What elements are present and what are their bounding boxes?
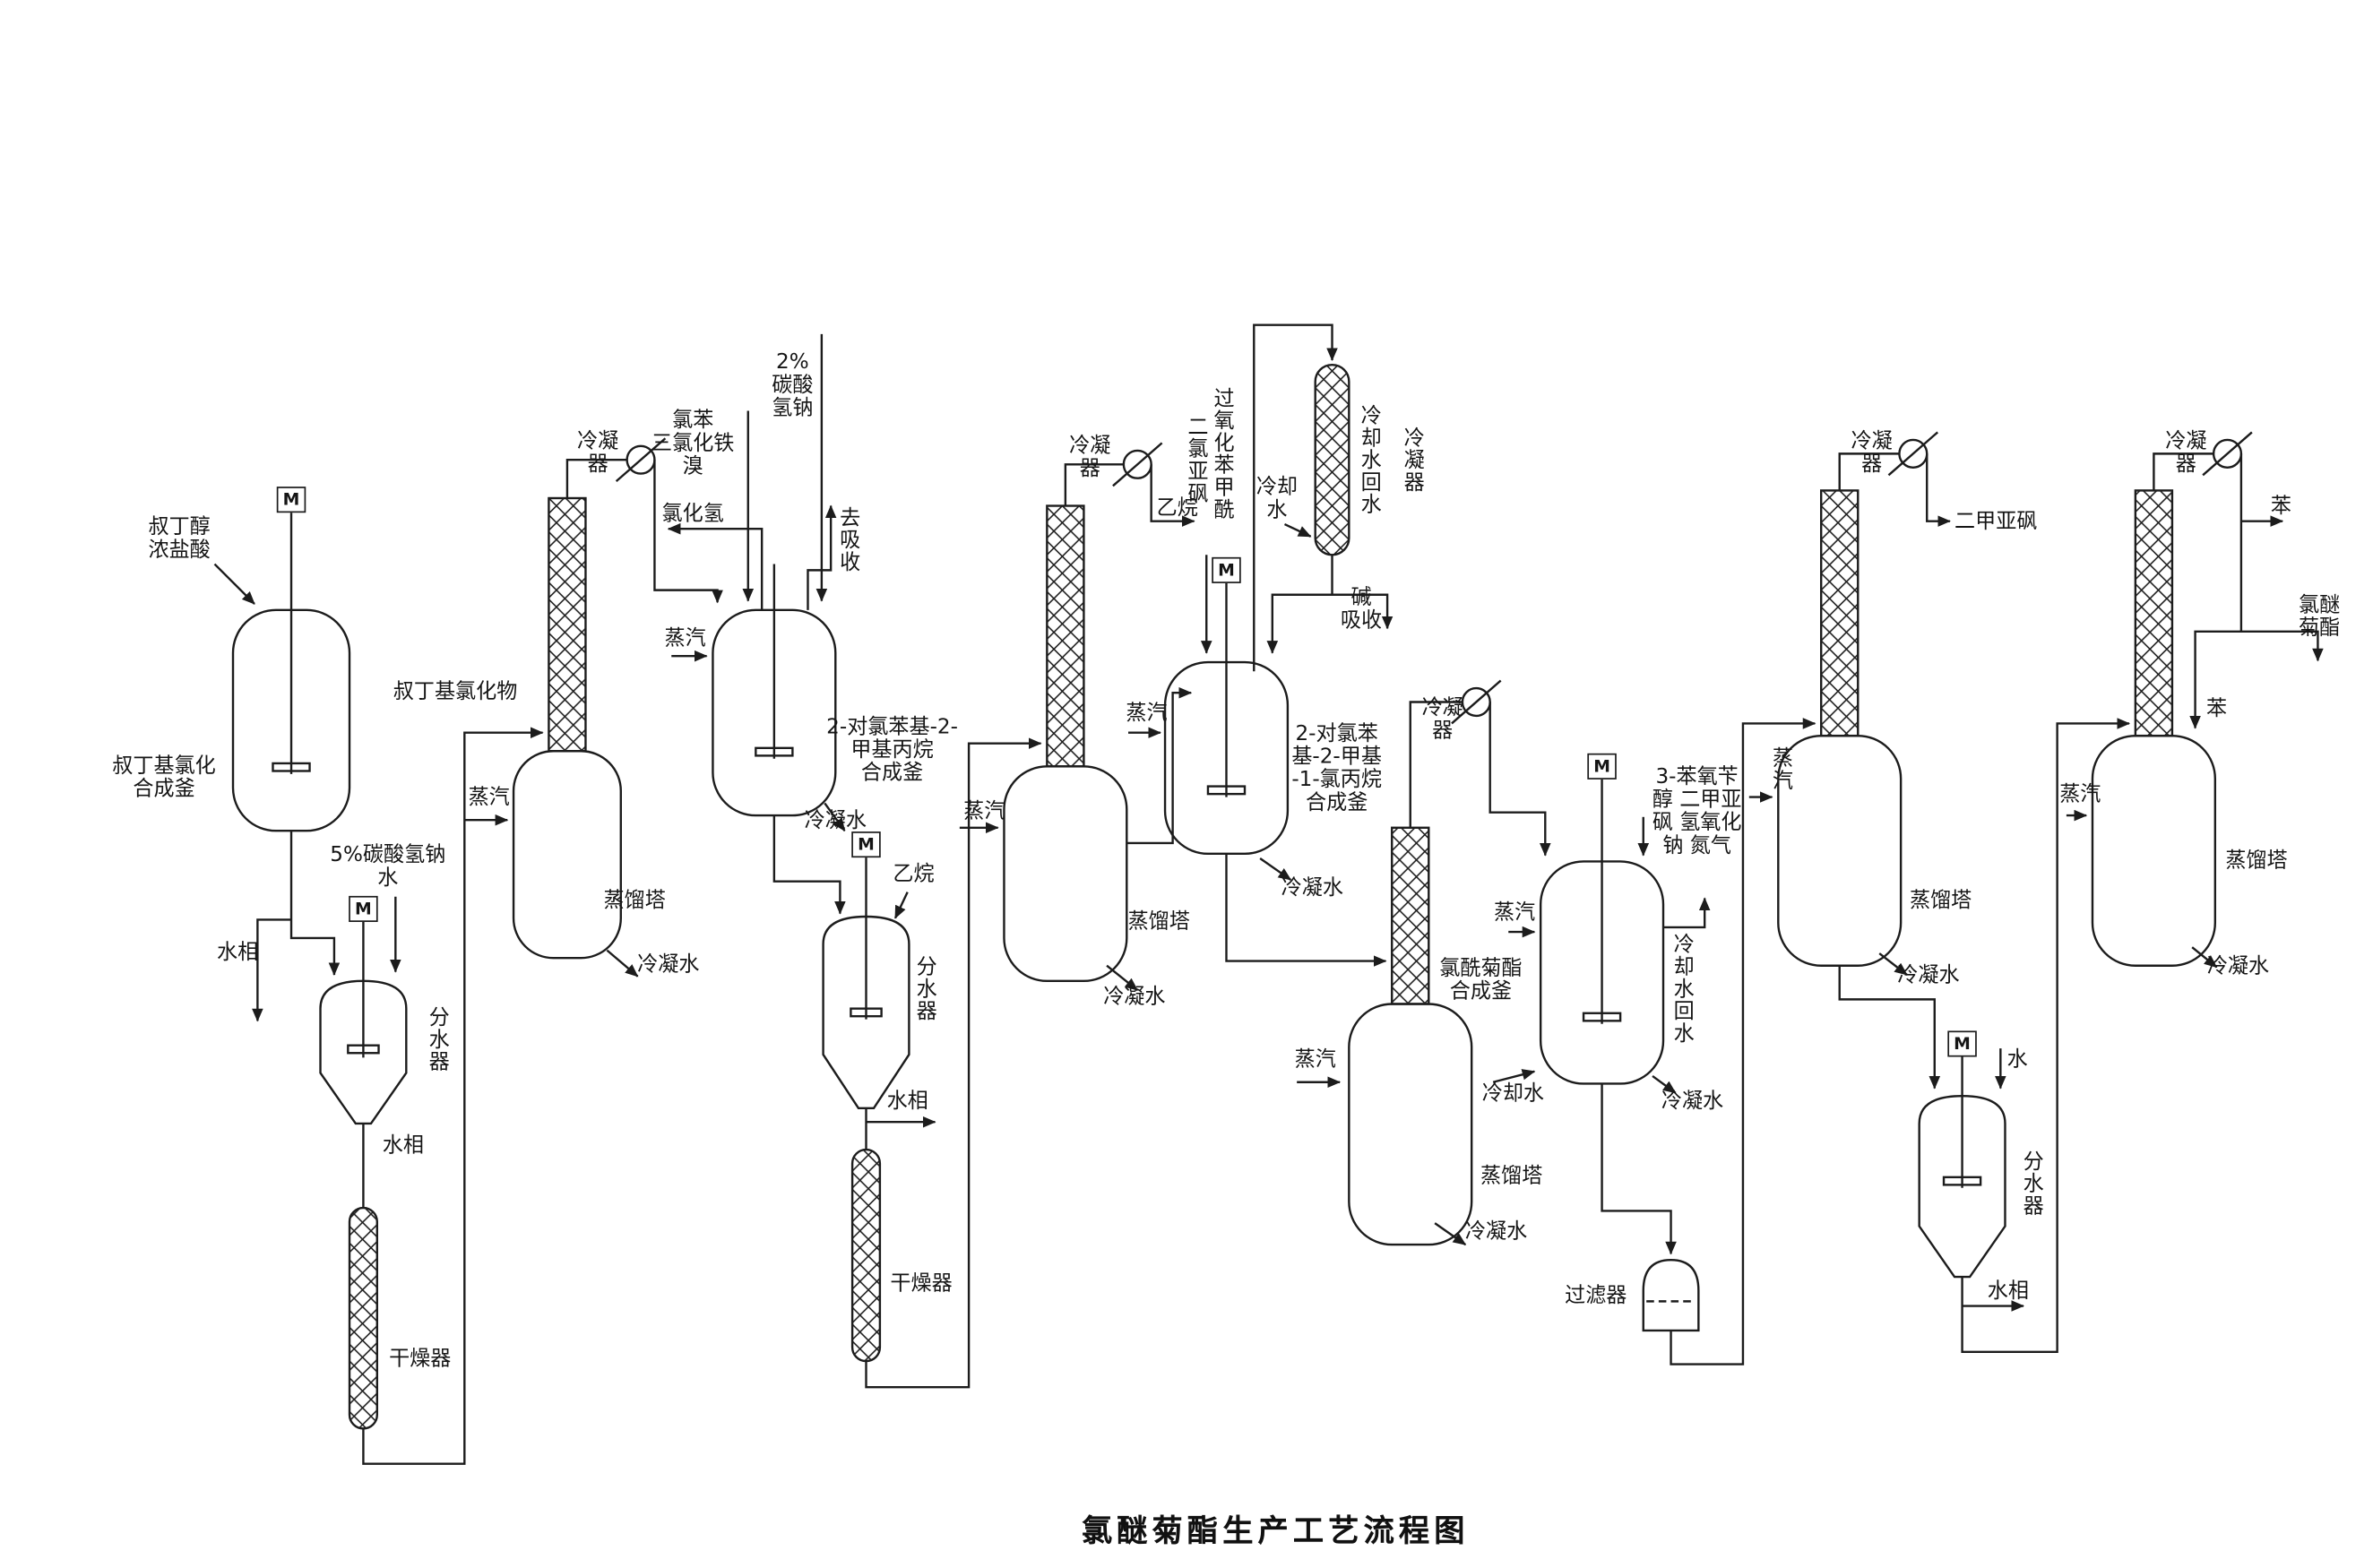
dryer-1-column — [348, 727, 544, 1465]
label-water-phase-3: 水相 — [886, 1089, 928, 1114]
label-condensate-8: 冷凝水 — [2206, 953, 2270, 979]
label-condensate-7: 冷凝水 — [1897, 963, 1960, 988]
distillation-tower-2 — [959, 442, 1195, 992]
label-condenser-6: 冷凝 器 — [2165, 428, 2207, 478]
label-water-feed: 水 — [2006, 1047, 2028, 1073]
reactor-1-vessel — [213, 510, 401, 1022]
label-tower-2: 蒸馏塔 — [1127, 909, 1190, 935]
label-separator-3: 分水器 — [2018, 1150, 2043, 1217]
label-condensate-2: 冷凝水 — [804, 808, 867, 833]
label-feed-benzoyl-peroxide: 过氧化苯甲酰 — [1208, 386, 1234, 521]
label-feed-bicarbonate-2pct: 2% 碳酸 氢钠 — [772, 349, 814, 421]
label-feed-thionyl-chloride: 二氯亚砜 — [1182, 415, 1208, 504]
label-reactor-3: 2-对氯苯 基-2-甲基 -1-氯丙烷 合成釜 — [1291, 721, 1382, 816]
motor-icon: M — [1212, 556, 1241, 583]
label-steam-6: 蒸汽 — [1493, 900, 1536, 926]
motor-icon: M — [349, 895, 378, 922]
label-cooling-water-return-2: 冷却水回水 — [1669, 933, 1694, 1045]
label-benzene-2: 苯 — [2205, 696, 2228, 721]
filter-vessel — [1642, 718, 1816, 1366]
label-ethane-2: 乙烷 — [1156, 495, 1198, 521]
motor-icon: M — [851, 831, 881, 858]
label-dmso-out: 二甲亚砜 — [1954, 509, 2038, 535]
reactor-3-vessel — [1163, 323, 1387, 967]
distillation-tower-3 — [1297, 679, 1551, 1246]
label-condensate-5: 冷凝水 — [1464, 1219, 1528, 1245]
label-benzene-1: 苯 — [2270, 494, 2291, 519]
label-hcl: 氯化氢 — [661, 502, 724, 527]
label-condensate-3: 冷凝水 — [1103, 985, 1166, 1010]
label-tower-4: 蒸馏塔 — [1909, 888, 1972, 913]
distillation-tower-1 — [464, 437, 723, 978]
label-condensate-6: 冷凝水 — [1661, 1089, 1724, 1114]
label-ethane-1: 乙烷 — [893, 862, 935, 887]
label-condenser-2: 冷凝 器 — [1069, 433, 1111, 482]
label-condenser-5: 冷凝 器 — [1851, 428, 1893, 478]
reflux-condenser — [1266, 363, 1394, 654]
label-condenser-4: 冷凝 器 — [1421, 695, 1463, 744]
label-feed-chlorobenzene: 氯苯 三氯化铁 溴 — [651, 408, 735, 479]
label-feed-tert-butanol: 叔丁醇 浓盐酸 — [148, 514, 211, 563]
label-water-phase-4: 水相 — [1987, 1279, 2029, 1304]
label-cooling-water-2: 冷却水 — [1481, 1081, 1545, 1107]
diagram-title: 氯醚菊酯生产工艺流程图 — [1081, 1512, 1470, 1549]
motor-icon: M — [1947, 1030, 1977, 1057]
label-steam-4: 蒸汽 — [1126, 701, 1168, 726]
motor-icon: M — [276, 487, 306, 513]
label-reactor-1: 叔丁基氯化 合成釜 — [112, 754, 216, 802]
label-condensate-4: 冷凝水 — [1281, 875, 1343, 900]
dryer-2-column — [850, 737, 1042, 1389]
label-separator-2: 分水器 — [911, 955, 936, 1022]
label-steam-3: 蒸汽 — [963, 799, 1005, 824]
label-tower-1: 蒸馏塔 — [603, 888, 666, 913]
label-to-absorption: 去吸收 — [834, 505, 859, 573]
label-condensate-1: 冷凝水 — [637, 952, 700, 978]
label-to-alkali-absorption: 碱 吸收 — [1340, 585, 1383, 633]
label-feed-bicarbonate-5pct: 5%碳酸氢钠 水 — [330, 842, 446, 891]
label-separator-1: 分水器 — [424, 1005, 449, 1073]
label-condenser-1: 冷凝 器 — [577, 428, 619, 478]
motor-icon: M — [1587, 753, 1617, 780]
label-steam-5: 蒸汽 — [1294, 1047, 1336, 1073]
reactor-2-vessel — [667, 333, 846, 915]
separator-1-vessel — [319, 919, 408, 1209]
label-steam-7: 蒸 汽 — [1772, 745, 1793, 795]
label-water-phase-1: 水相 — [217, 940, 259, 965]
label-steam-2: 蒸汽 — [664, 625, 706, 651]
label-cooling-water-return-1: 冷却水回水 — [1356, 404, 1381, 516]
label-tower-5: 蒸馏塔 — [2225, 848, 2288, 874]
label-steam-8: 蒸汽 — [2059, 782, 2101, 807]
distillation-tower-4 — [1748, 431, 1951, 1090]
label-cooling-water-1: 冷却 水 — [1256, 475, 1299, 523]
label-tert-butyl-chloride: 叔丁基氯化物 — [393, 679, 518, 704]
label-condenser-3: 冷凝器 — [1399, 426, 1424, 494]
label-filter: 过滤器 — [1565, 1283, 1627, 1308]
label-reactor-4: 氯酰菊酯 合成釜 — [1439, 956, 1523, 1004]
label-feed-phenoxybenzyl: 3-苯氧苄 醇 二甲亚 砜 氢氧化 钠 氮气 — [1652, 764, 1742, 859]
label-steam-1: 蒸汽 — [468, 785, 510, 811]
reactor-4-vessel — [1492, 777, 1711, 1255]
label-dryer-1: 干燥器 — [389, 1346, 452, 1372]
label-product: 氯醚菊酯 — [2299, 592, 2341, 642]
label-reactor-2: 2-对氯苯基-2- 甲基丙烷 合成釜 — [826, 714, 958, 786]
label-tower-3: 蒸馏塔 — [1480, 1164, 1543, 1189]
label-water-phase-2: 水相 — [382, 1133, 424, 1159]
separator-3-vessel — [1918, 718, 2131, 1354]
label-dryer-2: 干燥器 — [890, 1271, 953, 1297]
separator-2-vessel — [822, 855, 936, 1150]
distillation-tower-5 — [2066, 431, 2324, 969]
